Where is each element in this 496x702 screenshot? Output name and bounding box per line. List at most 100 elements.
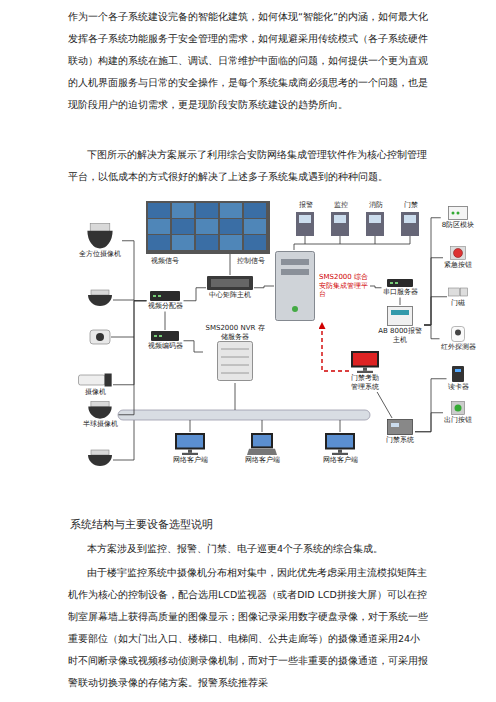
- dome-camera: [88, 455, 112, 466]
- camera-body: [79, 375, 106, 385]
- zone-module: [449, 207, 468, 220]
- device-label: 半球摄像机: [83, 420, 118, 429]
- device-label: 紧急按钮: [444, 261, 472, 270]
- connector: [122, 241, 147, 301]
- network-bar: [118, 410, 370, 420]
- device-label: 门磁: [451, 299, 465, 308]
- device-node: 门禁系统: [385, 418, 415, 446]
- subsystem-panel: [366, 212, 384, 236]
- subsystem-label: 消防: [368, 201, 384, 210]
- alarm-host: [388, 307, 413, 326]
- device-label: SMS2000 综合安防集成管理平台: [319, 273, 369, 299]
- wire: [113, 300, 134, 301]
- device-label: 网络客户端: [245, 456, 280, 465]
- device-label: SMS2000 NVR 存储服务器: [204, 324, 266, 341]
- device-led: [390, 282, 393, 284]
- subsystem-panel: [296, 212, 314, 236]
- device-node: SMS2000 综合安防集成管理平台: [274, 250, 370, 322]
- box-icon: [151, 331, 179, 341]
- server-icon: [217, 341, 253, 381]
- device-label: 出门按钮: [444, 416, 472, 425]
- subsystem-label: 监控: [333, 201, 349, 210]
- device-label: 8防区模块: [442, 221, 474, 230]
- device-led: [395, 282, 398, 284]
- device-node: 读卡器: [447, 365, 470, 393]
- panel-screen: [404, 215, 416, 223]
- pir-body: [452, 327, 465, 342]
- device-label: 网络客户端: [173, 456, 208, 465]
- signal-label: 视频信号: [150, 257, 180, 266]
- screen: [253, 435, 271, 446]
- monitor-screen: [244, 203, 266, 218]
- device-node: 网络客户端: [244, 432, 281, 466]
- dome-camera: [88, 295, 112, 306]
- subsystem-label: 门禁: [403, 201, 419, 210]
- paragraph: 由于楼宇监控系统中摄像机分布相对集中，因此优先考虑采用主流模拟矩阵主机作为核心的…: [68, 562, 430, 694]
- server-tower: [276, 252, 315, 321]
- device-label: 中心矩阵主机: [209, 291, 251, 300]
- device-label: 读卡器: [448, 383, 469, 392]
- magnet-part: [449, 288, 460, 296]
- monitor-screen: [148, 203, 170, 218]
- device-node: 全方位摄像机: [78, 222, 122, 260]
- module-icon: [448, 206, 468, 220]
- device-led: [153, 295, 156, 297]
- connector: [400, 298, 401, 306]
- device-label: 门禁考勤管理系统: [350, 374, 380, 391]
- monitor: [351, 351, 379, 368]
- box-icon: [150, 291, 180, 301]
- stand: [188, 450, 192, 453]
- matrix-panel: [211, 279, 249, 287]
- camera-lens: [96, 333, 104, 341]
- pcred-icon: [351, 351, 379, 373]
- matrix-icon: [207, 276, 253, 290]
- monitor-screen: [220, 203, 242, 218]
- device-node: 串口服务器: [382, 278, 419, 298]
- laptop-icon: [247, 433, 277, 455]
- connector: [165, 312, 166, 331]
- bullet-icon: [78, 373, 112, 387]
- monitor-screen: [220, 219, 242, 234]
- magnet-icon: [448, 286, 468, 298]
- power-led: [292, 306, 298, 312]
- wire: [230, 254, 231, 275]
- connector: [424, 218, 441, 325]
- device-led: [159, 335, 162, 337]
- device-node: 视频分配器: [147, 290, 184, 312]
- device-label: 串口服务器: [383, 288, 418, 297]
- device-node: 紧急按钮: [443, 245, 473, 271]
- device-node: 视频编码器: [147, 330, 184, 352]
- monitor-screen: [148, 219, 170, 234]
- server-slot: [221, 365, 249, 366]
- connector: [415, 379, 447, 432]
- device-node: 出门按钮: [443, 400, 473, 426]
- device-node: AB 8000报警主机: [376, 305, 424, 345]
- device-label: 红外探测器: [441, 343, 476, 352]
- controller-led: [391, 423, 399, 427]
- magnet-part: [460, 288, 467, 296]
- signal-label: 控制信号: [236, 257, 266, 266]
- device-node: 网络客户端: [322, 432, 359, 466]
- connector: [424, 258, 443, 325]
- screen: [353, 353, 377, 366]
- monitor-screen: [172, 235, 194, 250]
- box-icon: [387, 279, 413, 287]
- stand: [338, 450, 342, 453]
- monitor: [175, 433, 205, 450]
- monitor-screen: [196, 235, 218, 250]
- device-label: 网络客户端: [323, 456, 358, 465]
- server-slot: [221, 357, 249, 358]
- reader-icon: [452, 366, 464, 382]
- button-icon: [450, 246, 466, 260]
- wire: [262, 420, 263, 432]
- module-led: [457, 212, 460, 215]
- monitor-screen: [172, 203, 194, 218]
- panic-button: [454, 249, 463, 258]
- device-node: 8防区模块: [441, 205, 475, 231]
- stand-foot: [332, 453, 348, 455]
- device-node: 门禁考勤管理系统: [349, 350, 381, 392]
- dome-cover: [87, 231, 112, 249]
- device-node: 摄像机: [77, 372, 113, 398]
